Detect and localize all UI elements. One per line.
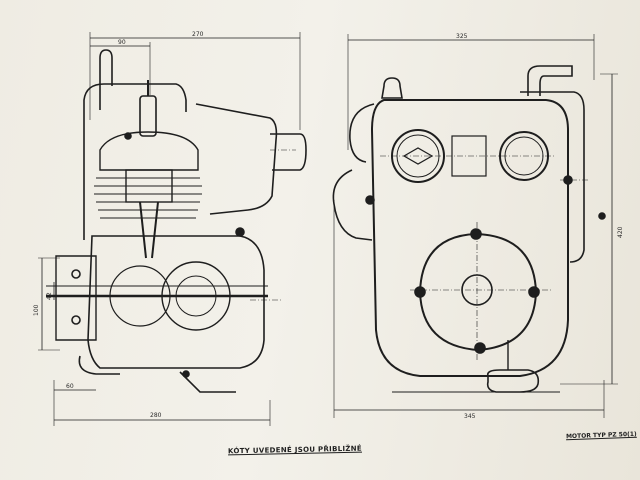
dim-front-bottom-width: 345 [464,413,476,420]
dim-side-top-offset: 90 [118,39,126,46]
front-view [332,34,618,418]
side-section-view [38,32,307,426]
dim-side-small-offset: 60 [66,383,74,390]
dim-side-bottom-width: 280 [150,412,162,419]
dim-side-vertical-a: 100 [33,304,40,316]
dim-front-height: 420 [617,226,624,238]
dim-front-total-width: 325 [456,33,468,40]
dim-side-total-width: 270 [192,31,204,38]
dim-side-vertical-b: 42 [46,292,53,300]
